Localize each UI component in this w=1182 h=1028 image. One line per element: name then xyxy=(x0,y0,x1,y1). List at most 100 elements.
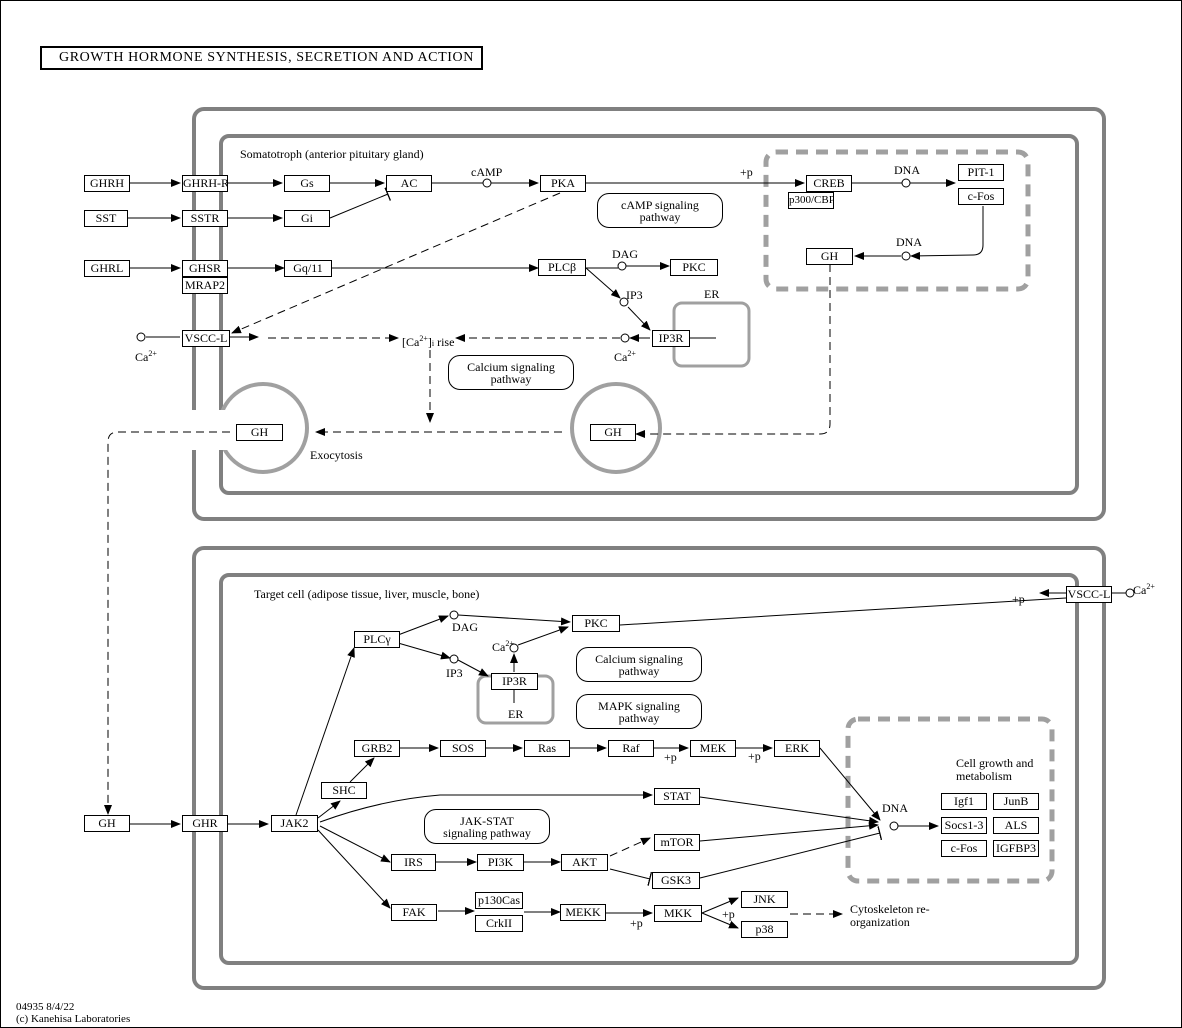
gene-sstr[interactable]: SSTR xyxy=(182,210,228,227)
gene-socs13[interactable]: Socs1-3 xyxy=(941,817,987,834)
ca-charge: 2+ xyxy=(627,349,636,358)
gene-pka[interactable]: PKA xyxy=(540,175,586,192)
gene-junb[interactable]: JunB xyxy=(993,793,1039,810)
gene-gh-nucleus[interactable]: GH xyxy=(806,248,853,265)
nucleus-somatotroph xyxy=(763,149,1031,292)
cell-growth-label: Cell growth and metabolism xyxy=(956,756,1034,783)
gene-p300cbp[interactable]: p300/CBP xyxy=(788,192,834,209)
gene-sos[interactable]: SOS xyxy=(440,740,486,757)
gene-cfos-1[interactable]: c-Fos xyxy=(958,188,1004,205)
ca-rise-sub: i xyxy=(431,339,435,348)
gene-ip3r-2[interactable]: IP3R xyxy=(491,673,538,690)
gene-vscc-l-1[interactable]: VSCC-L xyxy=(182,330,230,347)
er-label-somatotroph: ER xyxy=(704,287,720,301)
dna-label-2: DNA xyxy=(896,235,922,249)
diagram-title: GROWTH HORMONE SYNTHESIS, SECRETION AND … xyxy=(40,46,483,70)
gene-mtor[interactable]: mTOR xyxy=(654,834,700,851)
edges-target-dashed xyxy=(609,837,843,918)
ca-rise-charge: 2+ xyxy=(419,334,428,343)
ca-rise-prefix: [Ca xyxy=(402,335,420,349)
plus-p-label-6: +p xyxy=(1012,592,1025,606)
gene-stat[interactable]: STAT xyxy=(654,788,700,805)
gene-grb2[interactable]: GRB2 xyxy=(354,740,400,757)
dna-label-1: DNA xyxy=(894,163,920,177)
gene-pkc-2[interactable]: PKC xyxy=(572,615,620,632)
gene-sst[interactable]: SST xyxy=(84,210,128,227)
ca-label-4: Ca2+ xyxy=(1133,580,1155,597)
gene-creb[interactable]: CREB xyxy=(806,175,852,192)
ca-rise-suffix: ] xyxy=(427,335,432,349)
gene-raf[interactable]: Raf xyxy=(608,740,654,757)
calcium-pathway-link-2[interactable]: Calcium signaling pathway xyxy=(576,647,702,682)
gene-erk[interactable]: ERK xyxy=(774,740,820,757)
ip3-label-2: IP3 xyxy=(446,666,463,680)
target-cell-label: Target cell (adipose tissue, liver, musc… xyxy=(254,587,480,601)
gene-mkk[interactable]: MKK xyxy=(654,905,702,922)
plus-p-label-4: +p xyxy=(630,916,643,930)
gene-mrap2[interactable]: MRAP2 xyxy=(182,277,228,294)
gene-vscc-l-2[interactable]: VSCC-L xyxy=(1066,586,1112,603)
gene-igf1[interactable]: Igf1 xyxy=(941,793,987,810)
gene-ghrh-r[interactable]: GHRH-R xyxy=(182,175,228,192)
gene-pkc-1[interactable]: PKC xyxy=(670,259,718,276)
somatotroph-label: Somatotroph (anterior pituitary gland) xyxy=(240,147,424,161)
gene-plcg[interactable]: PLCγ xyxy=(354,631,400,648)
gene-p38[interactable]: p38 xyxy=(741,921,788,938)
gene-irs[interactable]: IRS xyxy=(391,854,436,871)
gene-fak[interactable]: FAK xyxy=(391,904,437,921)
camp-label: cAMP xyxy=(471,165,503,179)
gene-jnk[interactable]: JNK xyxy=(741,891,788,908)
gene-plcb[interactable]: PLCβ xyxy=(538,259,586,276)
gene-ghr[interactable]: GHR xyxy=(182,815,228,832)
ca-text: Ca xyxy=(135,350,149,364)
gene-akt[interactable]: AKT xyxy=(561,854,608,871)
nucleus-target xyxy=(845,716,1055,884)
gene-ip3r-1[interactable]: IP3R xyxy=(652,330,690,347)
ca-charge: 2+ xyxy=(505,639,514,648)
gene-gsk3[interactable]: GSK3 xyxy=(652,872,700,889)
ip3-label-1: IP3 xyxy=(626,288,643,302)
dna-label-3: DNA xyxy=(882,801,908,815)
gene-igfbp3[interactable]: IGFBP3 xyxy=(993,840,1039,857)
footer: 04935 8/4/22 (c) Kanehisa Laboratories xyxy=(16,1001,130,1025)
jakstat-pathway-link[interactable]: JAK-STAT signaling pathway xyxy=(424,809,550,844)
ca-charge: 2+ xyxy=(1146,582,1155,591)
gene-ras[interactable]: Ras xyxy=(524,740,570,757)
gene-crkii[interactable]: CrkII xyxy=(475,915,523,932)
footer-copyright: (c) Kanehisa Laboratories xyxy=(16,1013,131,1025)
gene-shc[interactable]: SHC xyxy=(321,782,367,799)
gene-jak2[interactable]: JAK2 xyxy=(271,815,318,832)
camp-pathway-link[interactable]: cAMP signaling pathway xyxy=(597,193,723,228)
ca-rise-word: rise xyxy=(434,335,455,349)
edges-target xyxy=(130,589,1126,929)
gene-gi[interactable]: Gi xyxy=(284,210,330,227)
edges-somatotroph-dashed xyxy=(104,192,831,815)
gene-ac[interactable]: AC xyxy=(386,175,432,192)
gene-ghsr[interactable]: GHSR xyxy=(182,260,228,277)
gene-p130cas[interactable]: p130Cas xyxy=(475,892,523,909)
gene-ghrl[interactable]: GHRL xyxy=(84,260,130,277)
plus-p-label-2: +p xyxy=(664,750,677,764)
gene-gh-vesicle-2[interactable]: GH xyxy=(590,424,636,441)
er-label-target: ER xyxy=(508,707,524,721)
gene-gq11[interactable]: Gq/11 xyxy=(284,260,332,277)
ca-label-2: Ca2+ xyxy=(614,347,636,364)
gene-mek[interactable]: MEK xyxy=(690,740,736,757)
dag-label-2: DAG xyxy=(452,620,478,634)
gene-gh-extracellular[interactable]: GH xyxy=(84,815,130,832)
footer-id: 04935 8/4/22 xyxy=(16,1001,75,1013)
gene-gs[interactable]: Gs xyxy=(284,175,330,192)
ca-text: Ca xyxy=(1133,583,1147,597)
mapk-pathway-link[interactable]: MAPK signaling pathway xyxy=(576,694,702,729)
gene-ghrh[interactable]: GHRH xyxy=(84,175,130,192)
cytoskeleton-label: Cytoskeleton re-organization xyxy=(850,902,930,929)
compounds xyxy=(136,178,1135,831)
gene-cfos-2[interactable]: c-Fos xyxy=(941,840,987,857)
gene-pit1[interactable]: PIT-1 xyxy=(958,164,1004,181)
gene-mekk[interactable]: MEKK xyxy=(560,904,606,921)
gene-pi3k[interactable]: PI3K xyxy=(477,854,524,871)
gene-gh-vesicle-1[interactable]: GH xyxy=(236,424,283,441)
calcium-pathway-link-1[interactable]: Calcium signaling pathway xyxy=(448,355,574,390)
gene-als[interactable]: ALS xyxy=(993,817,1039,834)
